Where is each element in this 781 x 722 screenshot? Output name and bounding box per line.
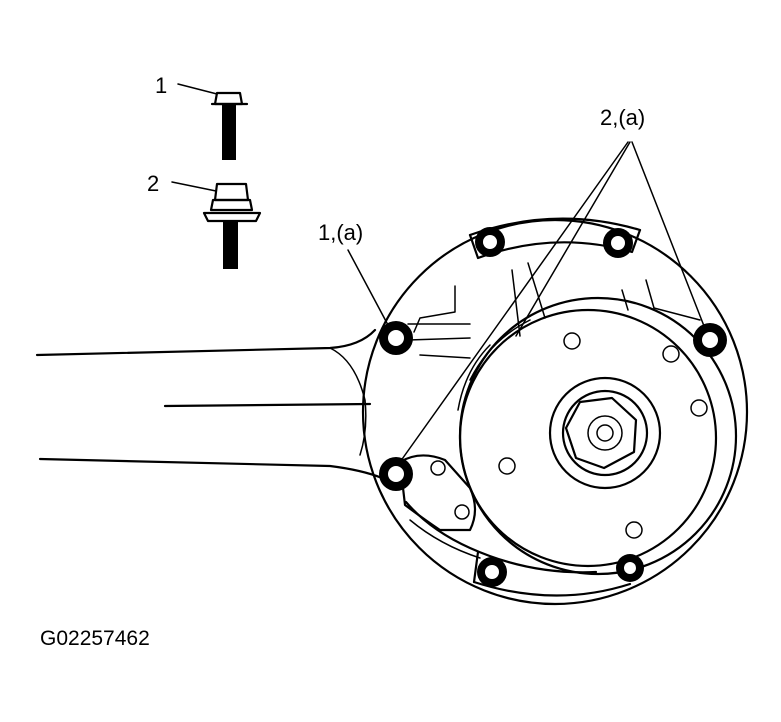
reference-code: G02257462 bbox=[40, 627, 150, 650]
label-1a: 1,(a) bbox=[318, 220, 363, 245]
bolt-2-right bbox=[693, 323, 727, 357]
mounting-bolts bbox=[379, 227, 727, 587]
bolt-part-1 bbox=[210, 91, 249, 160]
axle-beam bbox=[35, 328, 384, 480]
bolt-part-2 bbox=[202, 182, 262, 269]
leader-line-1 bbox=[177, 83, 218, 95]
label-2a: 2,(a) bbox=[600, 105, 645, 130]
hub-nut bbox=[564, 396, 638, 470]
mounting-lug bbox=[398, 454, 477, 532]
leader-line-2a-right bbox=[631, 141, 705, 327]
label-2: 2 bbox=[147, 171, 159, 196]
bolt-top-right bbox=[603, 228, 633, 258]
bolt-top-left bbox=[475, 227, 505, 257]
leader-line-2a-mid bbox=[515, 141, 631, 337]
wheel-stud-holes bbox=[498, 332, 708, 539]
bolt-1-upper-left bbox=[379, 321, 413, 355]
bolt-2-lower-left bbox=[379, 457, 413, 491]
leader-line-2a-left bbox=[399, 141, 629, 463]
leader-line-1a bbox=[347, 249, 389, 326]
leader-line-2 bbox=[171, 181, 217, 192]
label-1: 1 bbox=[155, 73, 167, 98]
bolt-bottom-right bbox=[616, 554, 644, 582]
bolt-bottom-left bbox=[477, 557, 507, 587]
wheel-hub bbox=[457, 296, 738, 576]
